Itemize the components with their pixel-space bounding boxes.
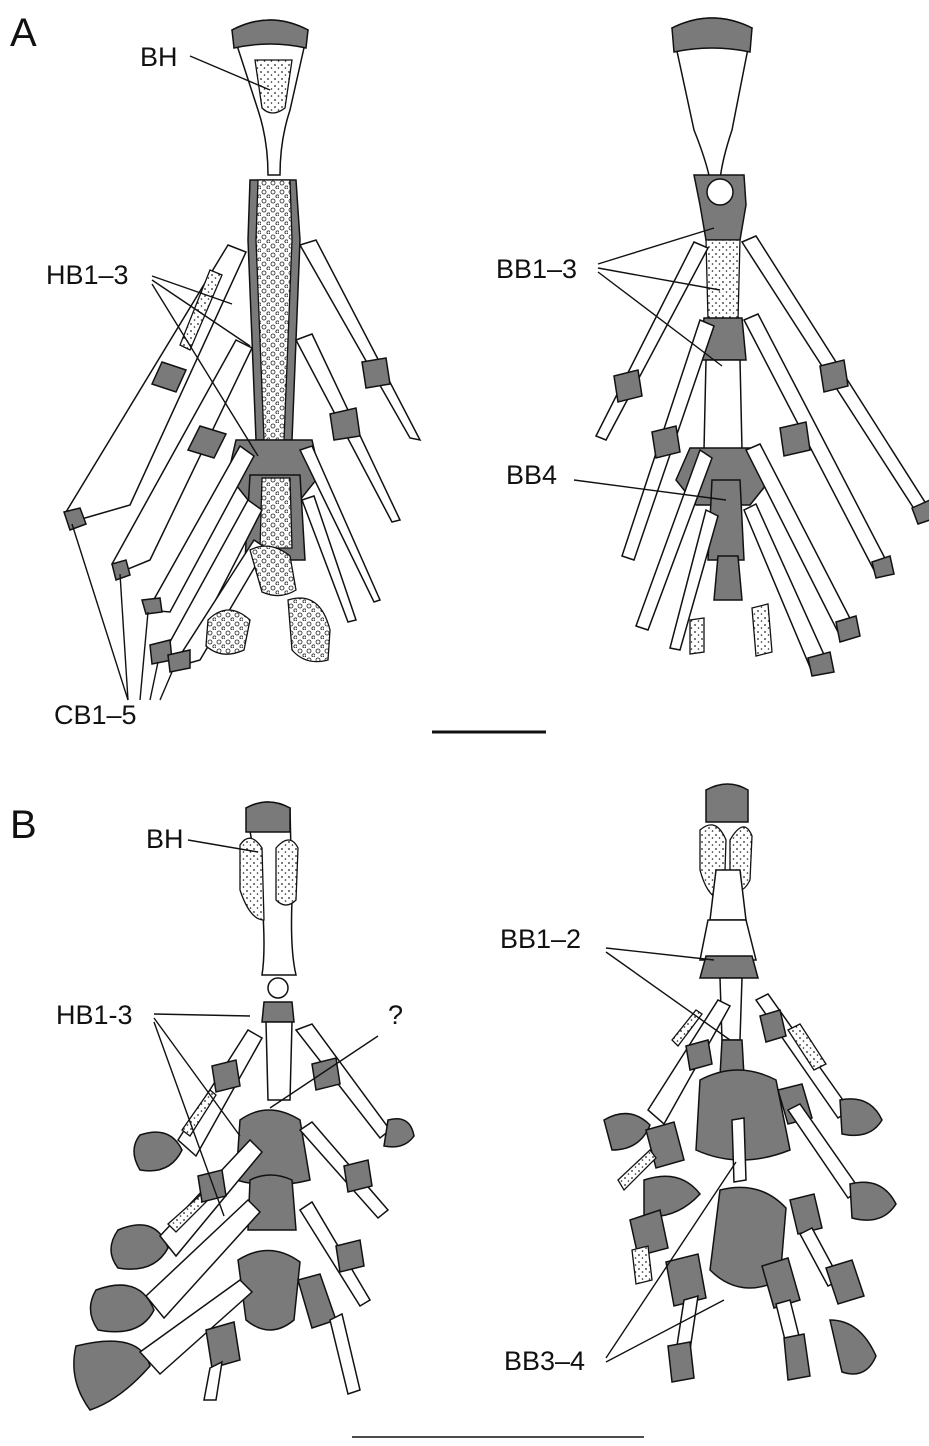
label-a-bb4: BB4 [506, 460, 557, 490]
label-a-bh: BH [140, 42, 178, 72]
panel-a-right-skeleton [596, 18, 929, 676]
label-b-bh: BH [146, 824, 184, 854]
label-b-bb34: BB3–4 [504, 1346, 585, 1376]
label-b-hb: HB1-3 [56, 1000, 133, 1030]
scale-bars [352, 732, 644, 1437]
panel-a-left-skeleton [64, 20, 420, 672]
panel-b-right-skeleton [604, 784, 896, 1382]
label-a-hb: HB1–3 [46, 260, 129, 290]
panel-letter-a: A [10, 11, 37, 55]
label-a-bb13: BB1–3 [496, 254, 577, 284]
panel-b-left-skeleton [74, 802, 414, 1410]
panel-letter-b: B [10, 803, 37, 847]
label-a-cb: CB1–5 [54, 700, 137, 730]
label-b-question: ? [388, 1000, 403, 1030]
panel-letters: A B [10, 11, 37, 847]
label-b-bb12: BB1–2 [500, 924, 581, 954]
